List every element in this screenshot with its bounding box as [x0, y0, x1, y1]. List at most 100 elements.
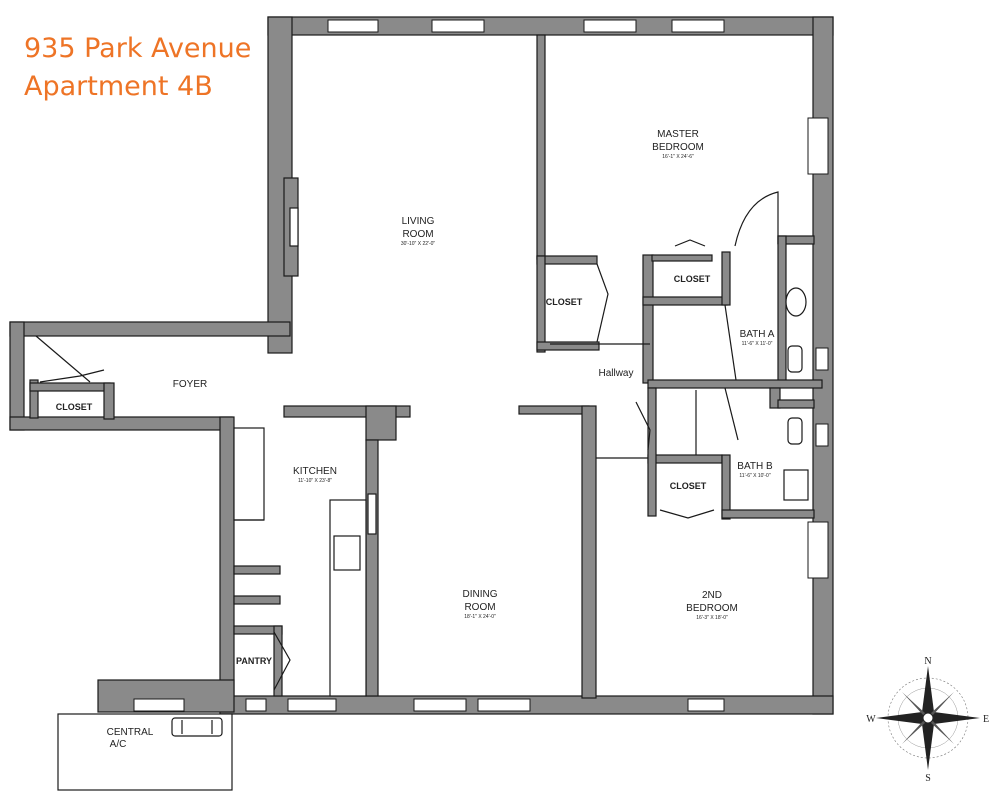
plan-title-address: 935 Park Avenue — [24, 33, 252, 64]
window — [815, 423, 829, 447]
door-closet-hall[interactable] — [596, 263, 609, 343]
window — [815, 347, 829, 371]
room-labels: LIVING ROOM 30'-10" X 22'-0" MASTER BEDR… — [56, 129, 775, 750]
pantry-label: PANTRY — [236, 656, 272, 666]
compass-center — [922, 712, 934, 724]
door-closet-upper[interactable] — [674, 239, 706, 247]
second-bedroom-dimensions: 16'-3" X 18'-0" — [696, 615, 728, 621]
window — [671, 19, 725, 33]
fireplace — [289, 207, 299, 247]
second-bedroom-label: BEDROOM — [686, 603, 738, 614]
door-foyer-entry[interactable] — [35, 335, 91, 383]
door-closet-lower[interactable] — [659, 509, 715, 519]
plan-title-apartment: Apartment 4B — [24, 71, 213, 102]
kitchen-counter — [233, 427, 265, 521]
compass-north-label: N — [924, 656, 931, 667]
kitchen-label: KITCHEN — [293, 466, 337, 477]
wall-closet-west — [536, 255, 546, 353]
window — [687, 698, 725, 712]
sink-bath-b — [783, 469, 809, 501]
foyer-label: FOYER — [173, 379, 207, 390]
closet-label-lower: CLOSET — [670, 481, 707, 491]
bath-a-dimensions: 11'-6" X 11'-0" — [742, 341, 773, 347]
wall-pantry-mid — [233, 595, 281, 605]
compass-arrow-north — [922, 666, 934, 718]
kitchen-dimensions: 11'-10" X 23'-8" — [298, 478, 332, 484]
wall-bath-a-east — [777, 235, 787, 383]
wall-closet-foyer-west — [29, 379, 39, 419]
wall-master-west — [536, 34, 546, 260]
wall-closet-top — [536, 255, 598, 265]
wall-bath-west — [642, 254, 654, 384]
master-bedroom-dimensions: 16'-1" X 24'-6" — [662, 154, 694, 160]
bath-a-label: BATH A — [740, 329, 775, 340]
wall-bath-divider — [647, 379, 823, 389]
door-bath-a[interactable] — [724, 304, 737, 381]
wall-foyer-west — [9, 321, 25, 431]
wall-closet-b-east — [721, 454, 731, 520]
compass-west-label: W — [866, 714, 876, 725]
sink-bath-a — [785, 287, 807, 317]
door-bath-b[interactable] — [724, 387, 739, 441]
dining-room-label: ROOM — [464, 602, 495, 613]
compass-arrow-sw — [902, 718, 928, 744]
window — [245, 698, 267, 712]
wall-closet-bottom — [536, 341, 600, 351]
wall-closet-foyer-top — [29, 382, 111, 392]
second-bedroom-label: 2ND — [702, 590, 722, 601]
wall-bedroom2-top — [721, 509, 815, 519]
window — [287, 698, 337, 712]
kitchen-counter-east — [329, 499, 367, 697]
wall-kitchen-dining — [365, 439, 379, 697]
window — [431, 19, 485, 33]
compass-east-label: E — [983, 714, 989, 725]
compass-arrow-south — [922, 718, 934, 770]
wall-bath-b-nub — [769, 387, 781, 409]
wall-foyer-south — [9, 416, 233, 431]
wall-bath-top — [642, 296, 728, 306]
wall-closet-upper — [651, 254, 713, 262]
living-room-label: LIVING — [402, 216, 435, 227]
fixtures — [35, 191, 809, 791]
wall-dining-top — [518, 405, 590, 415]
hallway-label: Hallway — [598, 368, 633, 379]
door-closet-bath[interactable] — [635, 401, 651, 451]
master-bedroom-label: BEDROOM — [652, 142, 704, 153]
compass-arrow-ne — [928, 692, 954, 718]
wall-bath-b-top — [777, 399, 815, 409]
compass-arrow-west — [876, 712, 928, 724]
compass-arrow-nw — [902, 692, 928, 718]
windows — [133, 19, 829, 712]
window — [413, 698, 467, 712]
wall-closet-right — [721, 251, 731, 306]
window — [133, 698, 185, 712]
window — [807, 521, 829, 579]
door-master-bedroom[interactable] — [734, 191, 779, 247]
wall-foyer-north — [9, 321, 291, 337]
wall-foyer-south-right — [283, 405, 411, 418]
living-room-label: ROOM — [402, 229, 433, 240]
master-bedroom-label: MASTER — [657, 129, 699, 140]
door-pantry[interactable] — [273, 631, 291, 691]
closet-label-upper: CLOSET — [674, 274, 711, 284]
central-ac-label: A/C — [110, 739, 127, 750]
compass-south-label: S — [925, 773, 931, 784]
ac-unit — [171, 717, 223, 737]
toilet-bath-b — [787, 417, 803, 445]
central-ac-label: CENTRAL — [107, 727, 154, 738]
compass-arrow-se — [928, 718, 954, 744]
window — [327, 19, 379, 33]
wall-closet-b-top — [647, 454, 723, 464]
bath-b-dimensions: 11'-6" X 10'-0" — [739, 473, 770, 479]
bath-b-label: BATH B — [737, 461, 773, 472]
toilet-bath-a — [787, 345, 803, 373]
wall-closet-b-west — [647, 387, 657, 517]
closet-label-hall: CLOSET — [546, 297, 583, 307]
window — [583, 19, 637, 33]
pocket-door[interactable] — [367, 493, 377, 535]
interior-walls — [29, 34, 823, 699]
wall-pantry-east — [273, 625, 283, 697]
dining-room-label: DINING — [463, 589, 498, 600]
door-closet-foyer[interactable] — [39, 369, 105, 383]
compass-arrow-east — [928, 712, 980, 724]
